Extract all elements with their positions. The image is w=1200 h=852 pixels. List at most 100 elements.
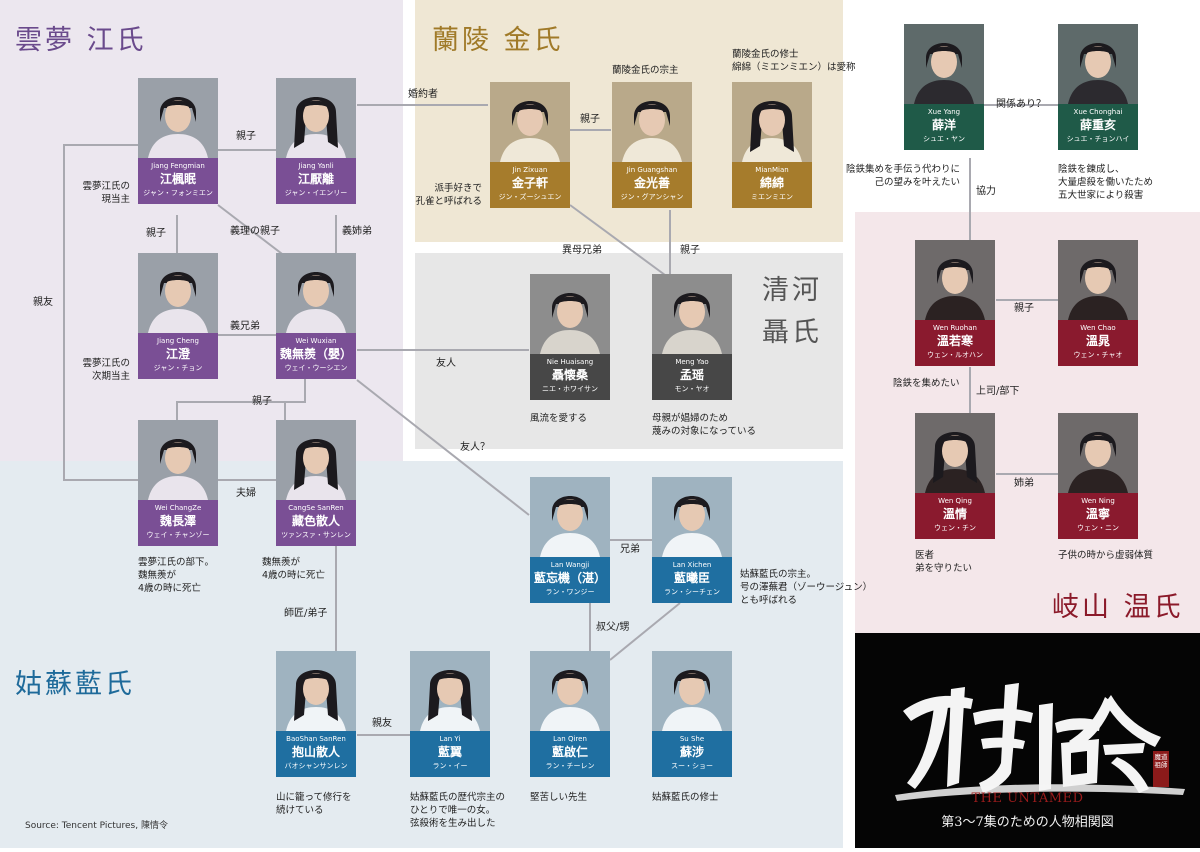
person-name-ja: 抱山散人 <box>291 745 340 759</box>
portrait-photo <box>1058 240 1138 320</box>
portrait-photo <box>904 24 984 104</box>
portrait-photo <box>530 274 610 354</box>
source-credit: Source: Tencent Pictures, 陳情令 <box>25 821 168 831</box>
person-name-ja: 江楓眠 <box>159 172 196 186</box>
portrait-photo <box>276 651 356 731</box>
person-card-mianmian[interactable]: MianMian 綿綿ミエンミエン <box>732 82 812 208</box>
person-name-kana: ウェン・ルオハン <box>927 351 983 359</box>
person-name-kana: ラン・チーレン <box>545 762 595 770</box>
person-name-ja: 魏無羨（嬰） <box>279 347 352 361</box>
note-lan-xichen: 姑蘇藍氏の宗主。号の澤蕪君（ゾーウージュン）とも呼ばれる <box>740 568 872 607</box>
note-su-she: 姑蘇藍氏の修士 <box>652 791 719 804</box>
portrait-photo <box>138 78 218 158</box>
portrait-photo <box>652 274 732 354</box>
person-name-ja: 金子軒 <box>511 176 548 190</box>
person-card-wen-ning[interactable]: Wen Ning 溫寧ウェン・ニン <box>1058 413 1138 539</box>
person-name-en: Lan Wangji <box>550 561 590 569</box>
person-name-en: Wen Ning <box>1081 497 1115 505</box>
note-line: 蘭陵金氏の修士 <box>732 49 799 60</box>
note-line: 雲夢江氏の <box>82 358 130 369</box>
note-line: 母親が娼婦のため <box>652 413 729 424</box>
person-name-ja: 溫寧 <box>1085 507 1110 521</box>
rel-label-fufu: 夫婦 <box>236 488 256 499</box>
note-line: 己の望みを叶えたい <box>874 177 960 188</box>
person-name-ja: 藍啟仁 <box>551 745 588 759</box>
portrait-photo <box>652 477 732 557</box>
note-lan-yi: 姑蘇藍氏の歴代宗主のひとりで唯一の女。弦殺術を生み出した <box>410 791 505 830</box>
note-baoshan-sanren: 山に籠って修行を続けている <box>276 791 352 817</box>
person-name-ja: 藍曦臣 <box>673 571 710 585</box>
person-name-kana: ミエンミエン <box>751 193 793 201</box>
rel-label-oyako-5: 親子 <box>680 245 700 256</box>
person-name-ja: 綿綿 <box>759 176 784 190</box>
person-name-en: MianMian <box>755 166 789 174</box>
person-name-ja: 薛重亥 <box>1079 118 1116 132</box>
portrait-photo <box>732 82 812 162</box>
person-name-kana: スー・ショー <box>671 762 713 770</box>
person-name-en: Xue Yang <box>927 108 961 116</box>
note-nie-huaisang: 風流を愛する <box>530 412 587 425</box>
note-line: 大量虐殺を働いたため <box>1058 177 1154 188</box>
person-name-ja: 孟瑶 <box>679 368 704 382</box>
person-name-kana: ウェン・ニン <box>1077 524 1119 532</box>
note-line: 蘭陵金氏の宗主 <box>612 65 679 76</box>
note-jin-guangshan: 蘭陵金氏の宗主 <box>612 64 679 77</box>
rel-label-ibokyodai: 異母兄弟 <box>562 245 602 256</box>
logo-english-title: THE UNTAMED <box>971 791 1084 806</box>
rel-label-gikeitei: 義兄弟 <box>230 321 260 332</box>
person-name-en: Wei ChangZe <box>154 504 202 512</box>
rel-label-oyako-3: 親子 <box>252 396 272 407</box>
person-name-ja: 金光善 <box>633 176 670 190</box>
note-mianmian: 蘭陵金氏の修士綿綿（ミエンミエン）は愛称 <box>732 48 856 74</box>
rel-label-giri-oyako: 義理の親子 <box>230 226 280 237</box>
rel-label-gishitei: 義姉弟 <box>342 226 372 237</box>
portrait-photo <box>915 240 995 320</box>
person-name-en: Xue Chonghai <box>1073 108 1123 116</box>
note-jiang-cheng: 雲夢江氏の次期当主 <box>82 357 130 383</box>
person-name-ja: 江厭離 <box>297 172 334 186</box>
note-jiang-fengmian: 雲夢江氏の現当主 <box>82 180 130 206</box>
person-name-kana: ラン・シーチェン <box>664 588 720 596</box>
logo-caption: 第3〜7集のための人物相関図 <box>941 815 1114 830</box>
note-line: 弦殺術を生み出した <box>410 818 496 829</box>
person-name-ja: 溫情 <box>942 507 967 521</box>
note-line: 五大世家により殺害 <box>1058 190 1144 201</box>
rel-label-joshi: 上司/部下 <box>976 386 1020 397</box>
person-name-en: Jiang Cheng <box>157 337 199 345</box>
region-wen <box>855 212 1200 633</box>
person-name-en: Wei Wuxian <box>295 337 337 345</box>
portrait-photo <box>1058 413 1138 493</box>
person-name-en: Jin Zixuan <box>512 166 548 174</box>
